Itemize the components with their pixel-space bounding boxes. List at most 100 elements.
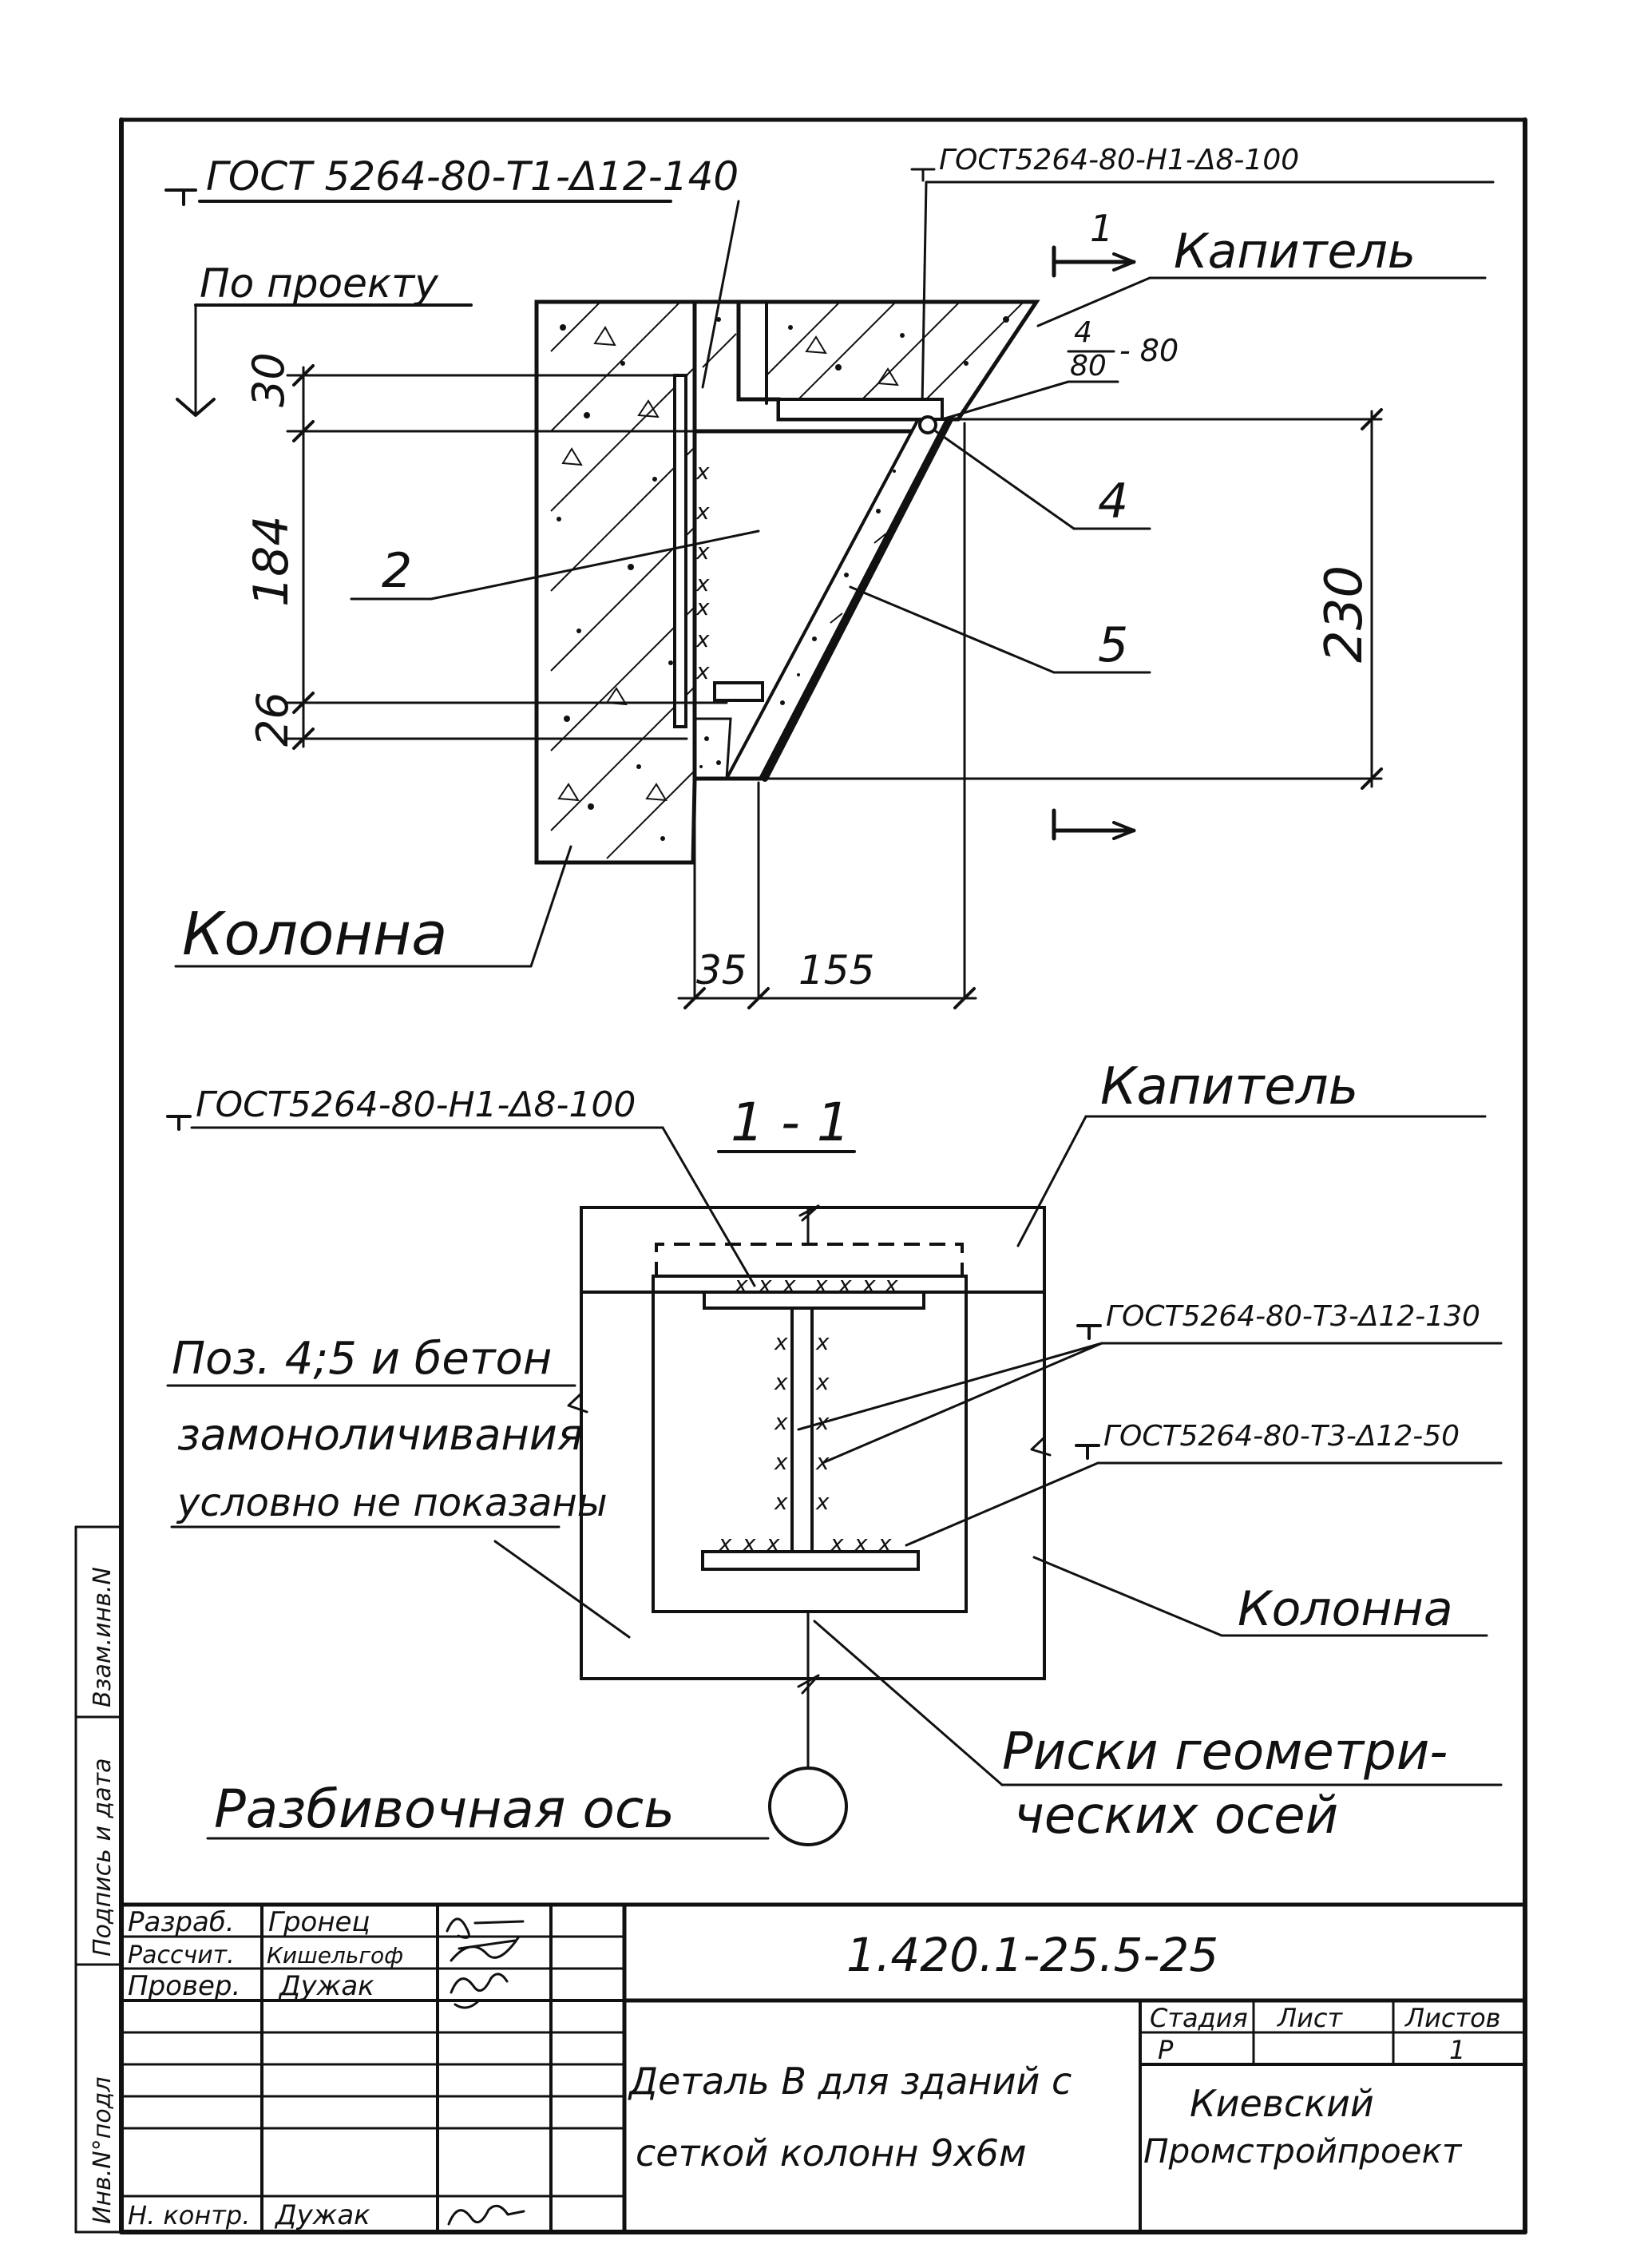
svg-text:x: x — [774, 1449, 788, 1475]
bottom-fill — [692, 717, 769, 781]
axis-marks-line-1: Риски геометри- — [1002, 1723, 1448, 1782]
title-block: Разраб. Гронец Рассчит. Кишельгоф Провер… — [119, 1902, 1527, 2234]
callout-h1-section-text: ГОСТ5264-80-Н1-Δ8-100 — [196, 1084, 636, 1125]
drawing-designation: 1.420.1-25.5-25 — [846, 1928, 1218, 1982]
weld-crosses-elevation: x x x x x x x — [695, 458, 710, 684]
signature-checked — [450, 1973, 509, 2009]
svg-text:x: x — [877, 1530, 892, 1556]
inner-box — [652, 1275, 968, 1613]
role-calculated: Рассчит. — [128, 1941, 235, 1969]
name-checked: Дужак — [278, 1970, 374, 2002]
signature-calculated — [450, 1935, 521, 1962]
steel-vertical-plate — [673, 374, 687, 728]
callout-t1-text: ГОСТ 5264-80-Т1-Δ12-140 — [206, 153, 739, 200]
section-view: 1 - 1 ГОСТ5264-80-Н1-Δ8-100 Капитель — [166, 1057, 1503, 1846]
section-mark-top: 1 — [1052, 207, 1136, 278]
section-title: 1 - 1 — [731, 1092, 850, 1153]
dim-184: 184 — [244, 515, 299, 607]
drawing-title-line-2: сеткой колонн 9х6м — [636, 2131, 1027, 2175]
org-line-1: Киевский — [1190, 2082, 1374, 2125]
weld-callout-flange: ГОСТ5264-80-Т3-Δ12-50 — [905, 1420, 1503, 1547]
break-mark-left — [567, 1392, 588, 1414]
sheet-header: Лист — [1277, 2003, 1343, 2033]
stage-header: Стадия — [1150, 2003, 1248, 2033]
weld-fraction: 4 80 - 80 — [941, 316, 1179, 421]
side-stamp-inv-orig: Инв.N°подл — [89, 2076, 117, 2224]
by-project-label: По проекту — [200, 260, 439, 307]
svg-text:x: x — [734, 1271, 748, 1298]
drawing-title-line-1: Деталь В для зданий с — [628, 2060, 1072, 2103]
svg-text:x: x — [766, 1530, 780, 1556]
column-label-section: Колонна — [1238, 1581, 1453, 1637]
svg-text:x: x — [862, 1271, 876, 1298]
svg-text:x: x — [758, 1271, 772, 1298]
axis-marks-line-2: ческих осей — [1014, 1786, 1338, 1846]
note-line-2: замоноличивания — [177, 1410, 583, 1460]
title-row-2: Рассчит. Кишельгоф — [128, 1935, 521, 1969]
svg-text:x: x — [695, 658, 710, 684]
dim-155: 155 — [798, 947, 874, 993]
weld-callout-top-right: ГОСТ5264-80-Н1-Δ8-100 — [910, 144, 1495, 184]
callout-t3-flange-text: ГОСТ5264-80-Т3-Δ12-50 — [1103, 1420, 1460, 1453]
svg-text:x: x — [742, 1530, 756, 1556]
svg-text:x: x — [695, 498, 710, 525]
title-row-3: Провер. Дужак — [128, 1970, 509, 2009]
role-developer: Разраб. — [128, 1906, 235, 1938]
stage-value: Р — [1158, 2035, 1174, 2065]
role-norm-control: Н. контр. — [128, 2200, 250, 2230]
svg-text:x: x — [782, 1271, 796, 1298]
title-row-8: Н. контр. Дужак — [128, 2199, 525, 2231]
section-mark-number: 1 — [1090, 207, 1113, 250]
weld-callout-section-top: ГОСТ5264-80-Н1-Δ8-100 — [166, 1084, 756, 1287]
capital-label-section: Капитель — [1100, 1057, 1358, 1116]
capital-label-top: Капитель — [1174, 224, 1416, 280]
pos-2-number: 2 — [382, 543, 412, 599]
steel-horizontal-plates — [694, 429, 921, 702]
side-stamp-sign-date: Подпись и дата — [89, 1758, 117, 1957]
name-calculated: Кишельгоф — [267, 1942, 403, 1969]
signature-developer — [446, 1917, 525, 1939]
pos-5-label: 5 — [849, 585, 1151, 674]
title-row-1: Разраб. Гронец — [128, 1906, 525, 1939]
capital-dashed-outline — [655, 1243, 964, 1278]
svg-text:x: x — [838, 1271, 852, 1298]
org-line-2: Промстройпроект — [1143, 2131, 1463, 2171]
weld-fraction-tail: - 80 — [1119, 333, 1179, 368]
weld-fraction-den: 80 — [1070, 350, 1107, 383]
weld-fraction-num: 4 — [1074, 316, 1092, 349]
pos-5-number: 5 — [1098, 617, 1128, 673]
break-mark-right — [1030, 1436, 1052, 1457]
elevation-view: ГОСТ 5264-80-Т1-Δ12-140 ГОСТ5264-80-Н1-Δ… — [164, 144, 1495, 1009]
svg-text:x: x — [815, 1329, 830, 1355]
name-norm-control: Дужак — [274, 2199, 370, 2231]
dim-30: 30 — [244, 352, 294, 407]
dim-230: 230 — [1315, 565, 1374, 663]
svg-text:x: x — [774, 1329, 788, 1355]
column-concrete — [534, 299, 697, 865]
svg-text:x: x — [774, 1489, 788, 1515]
inclined-brace — [723, 416, 953, 782]
side-stamp-inv-replace: Взам.инв.N — [89, 1567, 117, 1707]
note-line-1: Поз. 4;5 и бетон — [172, 1333, 552, 1385]
svg-text:x: x — [830, 1530, 844, 1556]
svg-text:x: x — [814, 1271, 828, 1298]
svg-text:x: x — [815, 1369, 830, 1395]
svg-text:x: x — [695, 626, 710, 652]
column-label-top: Колонна — [182, 900, 448, 969]
i-beam — [701, 1291, 925, 1571]
svg-text:x: x — [695, 458, 710, 485]
weld-callout-top-left: ГОСТ 5264-80-Т1-Δ12-140 — [164, 153, 739, 206]
side-stamp: Взам.инв.N Подпись и дата Инв.N°подл — [74, 1525, 123, 2234]
svg-text:x: x — [695, 538, 710, 565]
svg-text:x: x — [695, 570, 710, 597]
svg-text:x: x — [774, 1409, 788, 1435]
dimension-bottom: 35 155 — [677, 947, 977, 1009]
weld-callout-web: ГОСТ5264-80-Т3-Δ12-130 — [797, 1300, 1503, 1465]
svg-text:x: x — [774, 1369, 788, 1395]
svg-text:x: x — [854, 1530, 868, 1556]
pos-2-label: 2 — [350, 529, 760, 601]
pos-4-label: 4 — [934, 430, 1151, 530]
axis-bubble — [768, 1766, 848, 1846]
role-checked: Провер. — [128, 1970, 240, 2002]
